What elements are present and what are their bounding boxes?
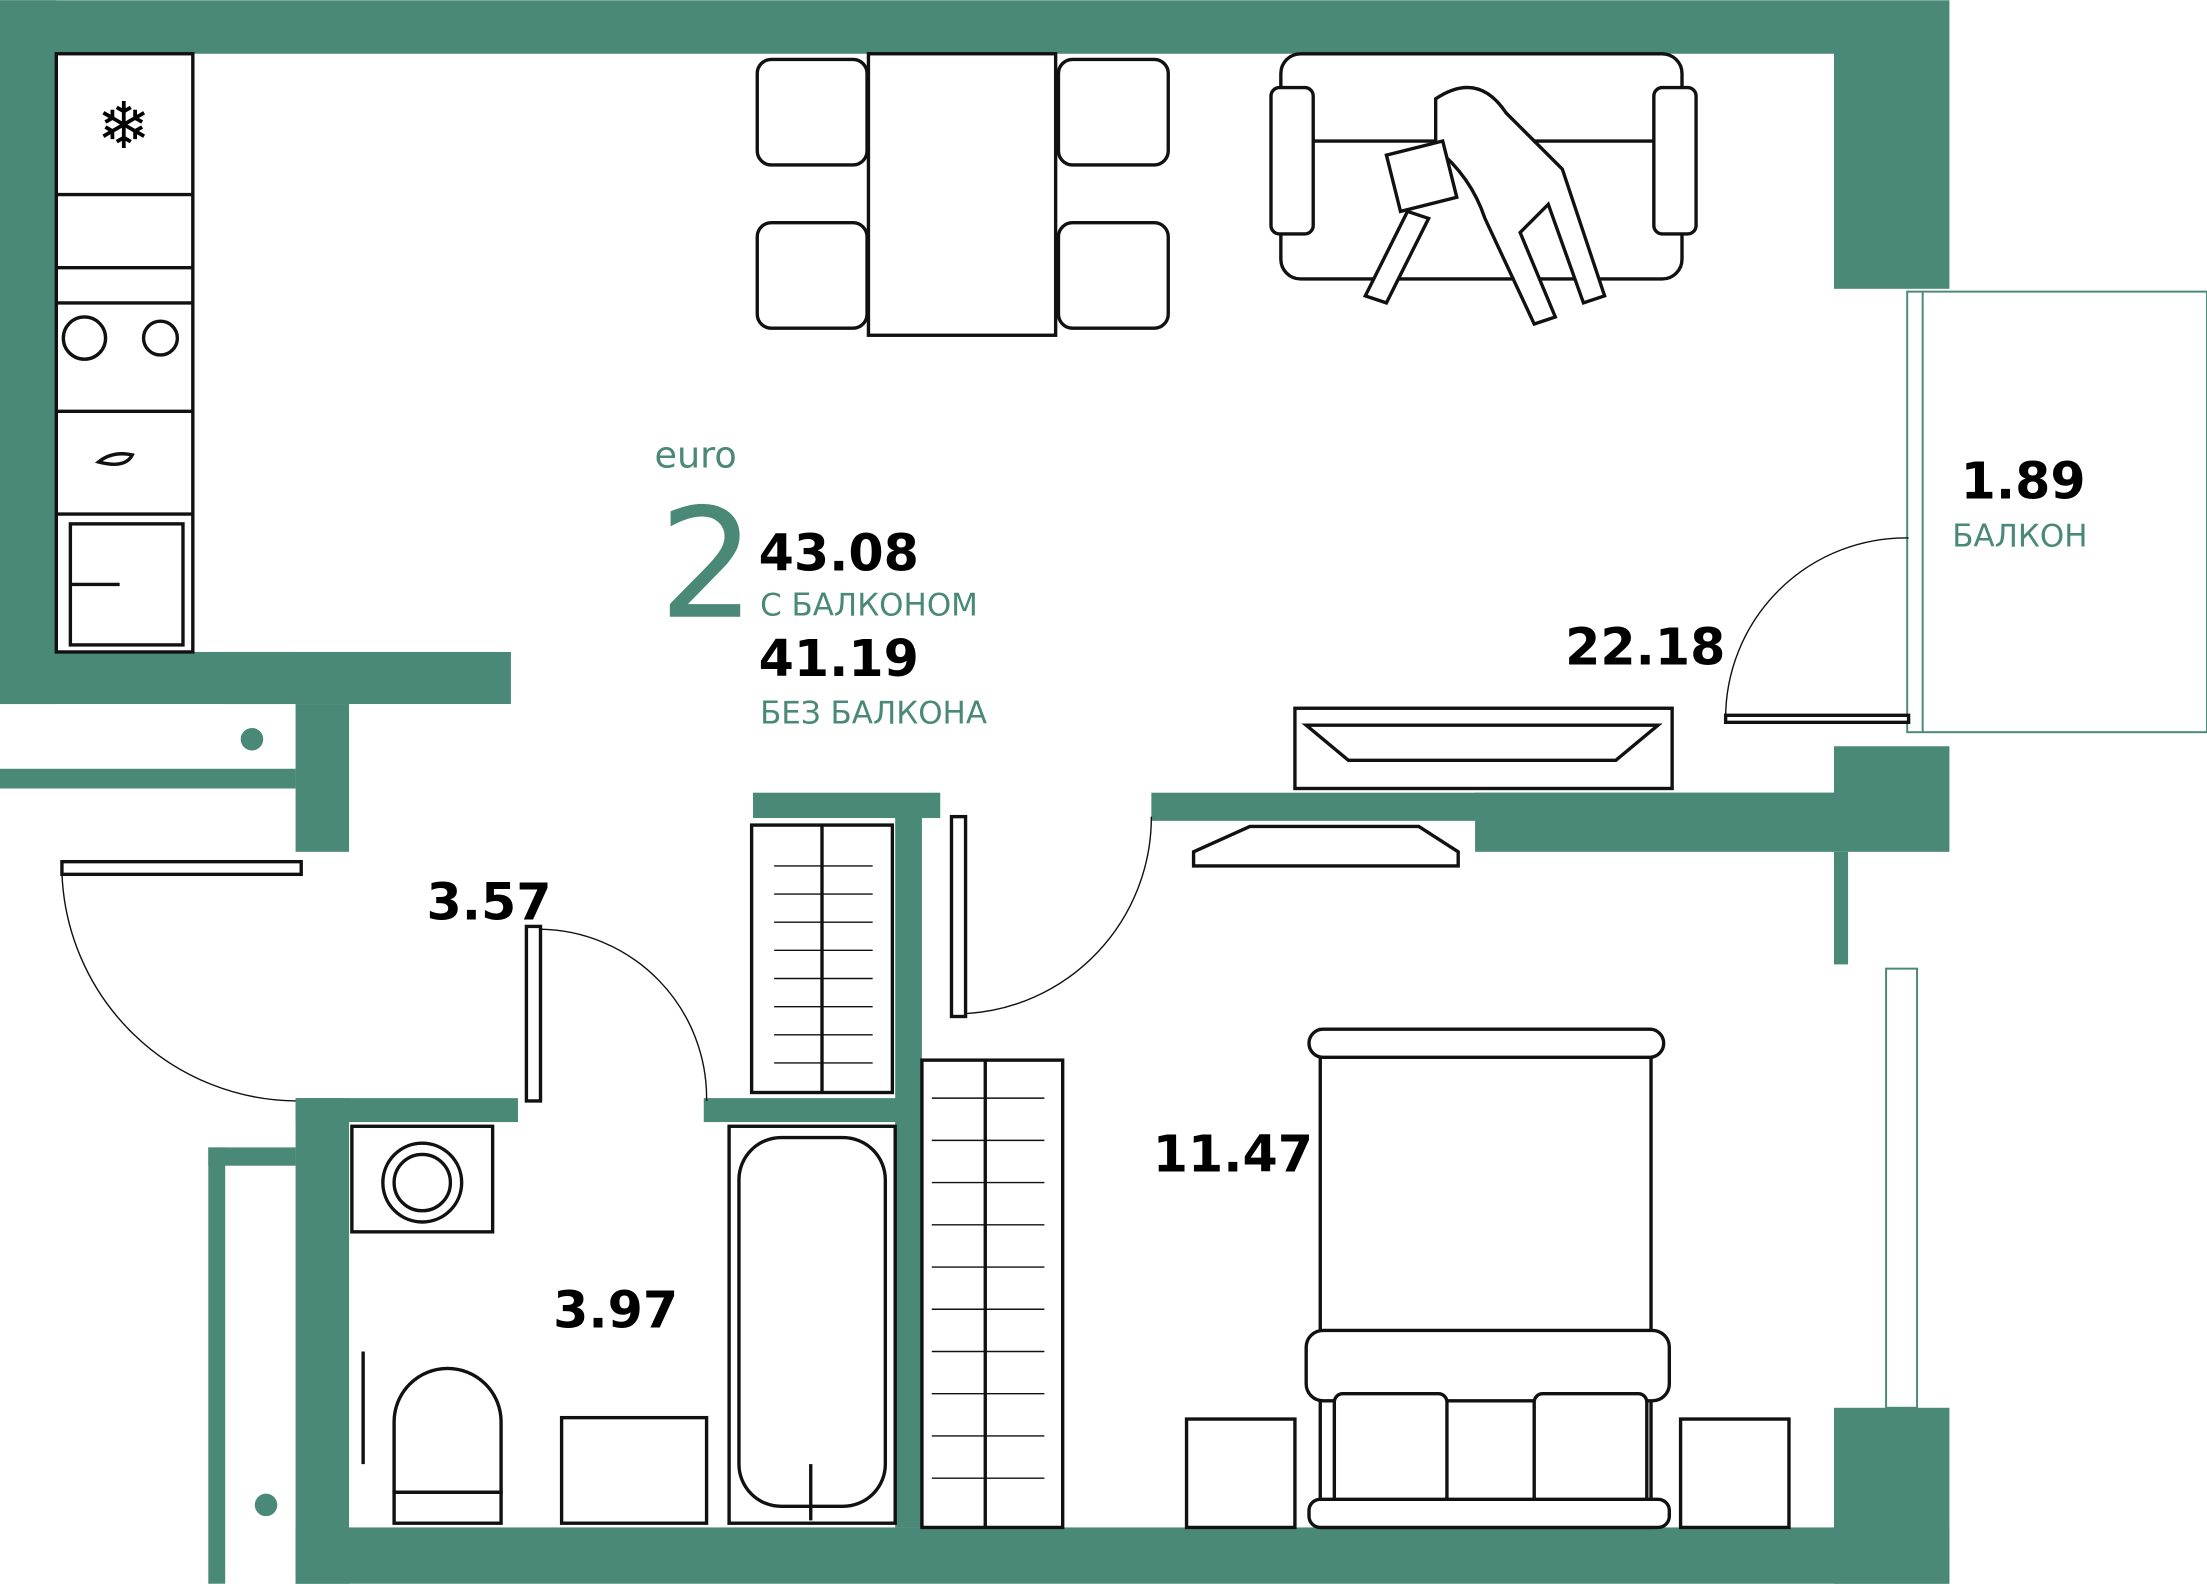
bedroom-area: 11.47: [1153, 1124, 1313, 1183]
dining-table: [755, 52, 1170, 337]
marker-dot: [254, 1493, 278, 1517]
bathroom-fixtures: [350, 1124, 897, 1525]
tv-unit: [1191, 706, 1674, 868]
area-without-balcony: 41.19: [759, 629, 919, 688]
walls: [0, 0, 1950, 1584]
without-balcony-label: БЕЗ БАЛКОНА: [760, 696, 987, 732]
kitchen-unit: ❄: [54, 52, 195, 654]
living-room-area: 22.18: [1565, 618, 1725, 677]
bed: [1184, 1027, 1791, 1530]
snowflake-icon: ❄: [97, 91, 151, 163]
doors: [60, 537, 1911, 1103]
balcony-area: 1.89: [1961, 452, 2086, 511]
marker-dot: [240, 727, 264, 751]
wardrobe: [749, 823, 1065, 1530]
balcony-label: БАЛКОН: [1952, 518, 2087, 554]
with-balcony-label: С БАЛКОНОМ: [760, 587, 978, 623]
apartment-type-label: euro: [654, 434, 736, 477]
bathroom-area: 3.97: [553, 1281, 678, 1340]
rooms-count: 2: [659, 476, 756, 653]
sofa: [1269, 52, 1698, 327]
area-with-balcony: 43.08: [759, 523, 919, 582]
hallway-area: 3.57: [426, 872, 551, 931]
balcony: [1885, 290, 2207, 1409]
